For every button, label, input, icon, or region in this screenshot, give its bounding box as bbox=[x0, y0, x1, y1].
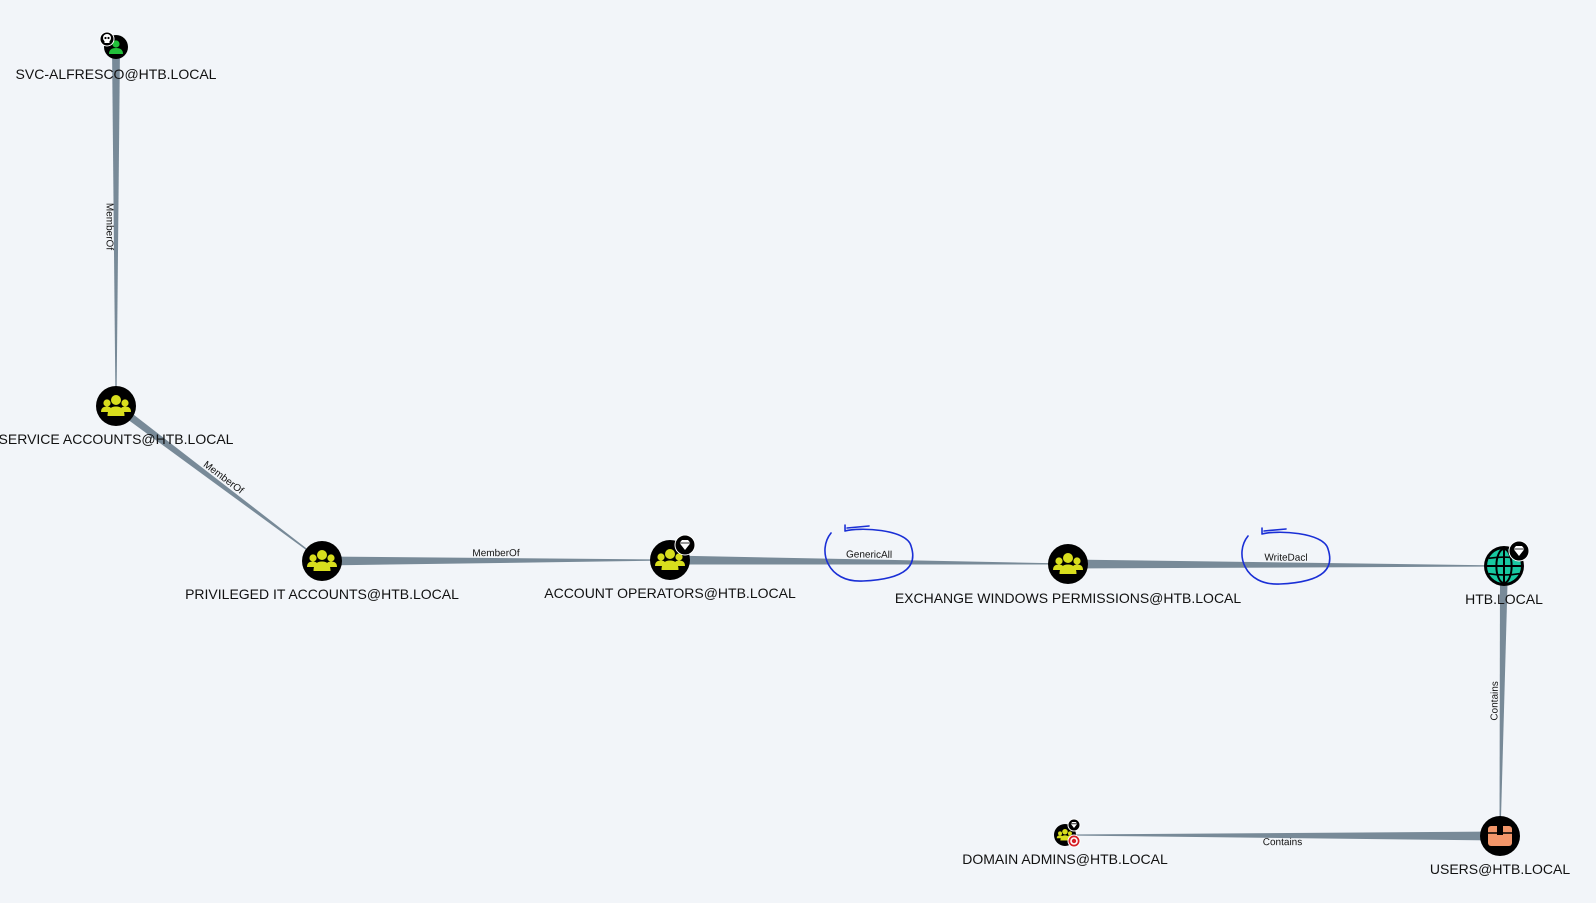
hand-drawn-circle-annotation bbox=[1241, 527, 1331, 585]
node-svc[interactable]: SVC-ALFRESCO@HTB.LOCAL bbox=[16, 31, 217, 82]
edge-line[interactable] bbox=[322, 556, 670, 566]
owned-skull-badge bbox=[99, 31, 115, 47]
node-circle[interactable] bbox=[96, 386, 136, 426]
high-value-diamond-badge bbox=[674, 534, 696, 556]
edge-label: WriteDacl bbox=[1264, 553, 1307, 564]
group-icon bbox=[101, 395, 131, 416]
edge-contains[interactable]: Contains bbox=[1489, 565, 1509, 836]
node-domainadmins[interactable]: DOMAIN ADMINS@HTB.LOCAL bbox=[962, 818, 1168, 867]
node-service[interactable]: SERVICE ACCOUNTS@HTB.LOCAL bbox=[0, 386, 234, 447]
node-exchange[interactable]: EXCHANGE WINDOWS PERMISSIONS@HTB.LOCAL bbox=[895, 544, 1242, 606]
node-label: PRIVILEGED IT ACCOUNTS@HTB.LOCAL bbox=[185, 586, 459, 602]
edge-writedacl[interactable]: WriteDacl bbox=[1068, 553, 1504, 569]
group-icon bbox=[307, 550, 337, 571]
edge-label: MemberOf bbox=[472, 548, 519, 559]
edge-label: Contains bbox=[1263, 837, 1302, 848]
node-label: DOMAIN ADMINS@HTB.LOCAL bbox=[962, 851, 1168, 867]
nodes-layer: SVC-ALFRESCO@HTB.LOCAL SERVICE ACCOUNTS@H… bbox=[0, 31, 1570, 877]
edge-line[interactable] bbox=[113, 402, 323, 562]
node-accountops[interactable]: ACCOUNT OPERATORS@HTB.LOCAL bbox=[544, 534, 796, 601]
hand-drawn-circle-annotation bbox=[824, 524, 914, 582]
node-circle[interactable] bbox=[1048, 544, 1088, 584]
node-users[interactable]: USERS@HTB.LOCAL bbox=[1430, 816, 1570, 877]
edge-label: GenericAll bbox=[846, 549, 892, 560]
target-badge bbox=[1067, 834, 1081, 848]
node-label: USERS@HTB.LOCAL bbox=[1430, 861, 1570, 877]
edge-label: MemberOf bbox=[103, 203, 114, 250]
annotations-layer bbox=[824, 524, 1331, 585]
node-label: SERVICE ACCOUNTS@HTB.LOCAL bbox=[0, 431, 234, 447]
node-privileged[interactable]: PRIVILEGED IT ACCOUNTS@HTB.LOCAL bbox=[185, 541, 459, 602]
edge-memberof[interactable]: MemberOf bbox=[322, 548, 670, 566]
node-label: EXCHANGE WINDOWS PERMISSIONS@HTB.LOCAL bbox=[895, 590, 1242, 606]
group-icon bbox=[1053, 553, 1083, 574]
edge-line[interactable] bbox=[112, 47, 120, 406]
node-label: HTB.LOCAL bbox=[1465, 591, 1543, 607]
group-icon bbox=[655, 549, 685, 570]
node-label: ACCOUNT OPERATORS@HTB.LOCAL bbox=[544, 585, 796, 601]
high-value-diamond-badge bbox=[1508, 540, 1530, 562]
edge-contains[interactable]: Contains bbox=[1065, 831, 1500, 849]
node-circle[interactable] bbox=[302, 541, 342, 581]
edge-memberof[interactable]: MemberOf bbox=[103, 47, 120, 406]
edge-line[interactable] bbox=[1499, 565, 1509, 836]
edge-line[interactable] bbox=[670, 555, 1068, 565]
high-value-diamond-badge bbox=[1067, 818, 1081, 832]
edge-label: Contains bbox=[1489, 681, 1501, 721]
node-domain[interactable]: HTB.LOCAL bbox=[1465, 540, 1543, 607]
container-box-icon bbox=[1488, 826, 1512, 846]
edge-genericall[interactable]: GenericAll bbox=[670, 549, 1068, 565]
user-icon bbox=[109, 40, 123, 54]
edge-line[interactable] bbox=[1065, 831, 1500, 841]
edge-line[interactable] bbox=[1068, 559, 1504, 569]
node-label: SVC-ALFRESCO@HTB.LOCAL bbox=[16, 66, 217, 82]
